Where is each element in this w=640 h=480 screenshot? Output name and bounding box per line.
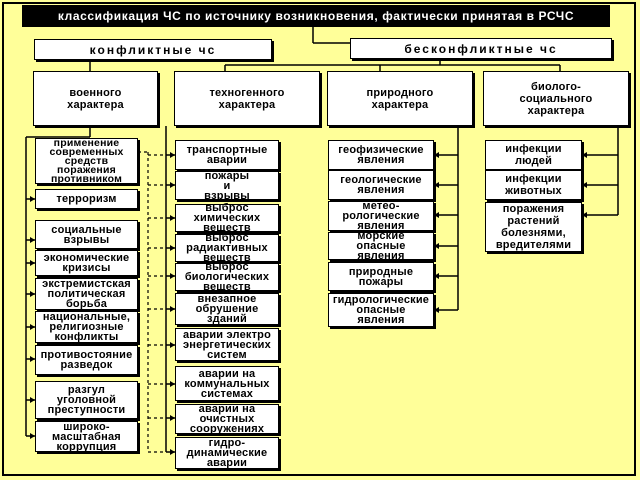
natural-item: метео- рологические явления [328, 201, 434, 232]
military-item: экстремистская политическая борьба [35, 278, 138, 310]
category-biosocial: биолого- социального характера [483, 71, 629, 126]
technogenic-item: транспортные аварии [175, 140, 279, 170]
military-item: разгул уголовной преступности [35, 381, 138, 419]
military-item: применение современных средств поражения… [35, 137, 138, 184]
military-item: социальные взрывы [35, 220, 138, 249]
biosocial-item: инфекции людей [485, 140, 582, 170]
technogenic-item: пожары и взрывы [175, 170, 279, 201]
military-item: терроризм [35, 189, 138, 209]
group-nonconflict: бесконфликтные чс [350, 38, 612, 59]
category-military: военного характера [33, 71, 158, 126]
technogenic-item: выброс радиактивных веществ [175, 233, 279, 264]
diagram-title: классификация ЧС по источнику возникнове… [22, 5, 610, 27]
military-item: экономические кризисы [35, 250, 138, 276]
natural-item: морские опасные явления [328, 231, 434, 262]
natural-item: геофизические явления [328, 140, 434, 170]
military-item: противостояние разведок [35, 345, 138, 375]
group-conflict: конфликтные чс [34, 39, 272, 60]
natural-item: геологические явления [328, 170, 434, 200]
natural-item: природные пожары [328, 262, 434, 291]
category-natural: природного характера [327, 71, 473, 126]
technogenic-item: внезапное обрушение зданий [175, 293, 279, 325]
technogenic-item: выброс биологических веществ [175, 262, 279, 293]
biosocial-item: поражения растений болезнями, вредителям… [485, 202, 582, 252]
military-item: национальные, религиозные конфликты [35, 311, 138, 343]
technogenic-item: аварии электро энергетических систем [175, 328, 279, 361]
technogenic-item: выброс химических веществ [175, 203, 279, 234]
technogenic-item: гидро- динамические аварии [175, 437, 279, 469]
technogenic-item: аварии на коммунальных системах [175, 366, 279, 401]
technogenic-item: аварии на очистных сооружениях [175, 404, 279, 435]
military-item: широко- масштабная коррупция [35, 421, 138, 452]
category-technogenic: техногенного характера [174, 71, 320, 126]
biosocial-item: инфекции животных [485, 170, 582, 200]
natural-item: гидрологические опасные явления [328, 293, 434, 327]
